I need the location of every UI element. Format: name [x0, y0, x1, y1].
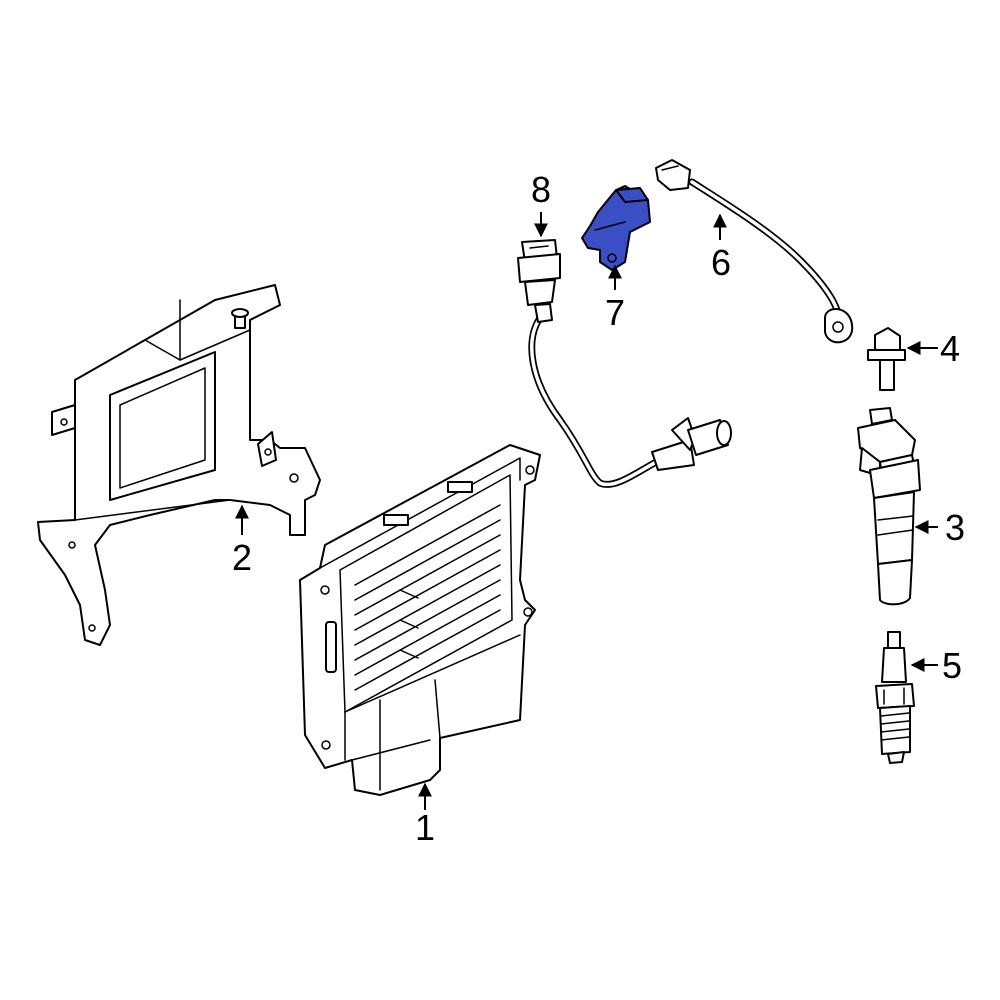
callout-1: 1 — [415, 807, 435, 848]
leader-lines — [235, 212, 938, 810]
cam-sensor-face — [615, 187, 649, 203]
callout-8: 8 — [531, 169, 551, 210]
knock-sensor-part-6 — [655, 159, 854, 344]
callout-4: 4 — [940, 328, 960, 369]
callout-6: 6 — [711, 242, 731, 283]
callout-labels: 1 2 3 4 5 6 7 8 — [232, 169, 965, 848]
bolt-part-4 — [867, 327, 906, 391]
bracket-part-2 — [37, 284, 321, 646]
cam-sensor-part-7 — [581, 185, 651, 271]
callout-2: 2 — [232, 537, 252, 578]
callout-5: 5 — [942, 645, 962, 686]
ecm-part-1 — [299, 444, 541, 796]
ecm-cooling-fins — [354, 504, 501, 691]
crank-sensor-part-8 — [517, 239, 732, 488]
callout-3: 3 — [945, 507, 965, 548]
spark-plug-part-5 — [875, 631, 915, 764]
callout-7: 7 — [605, 292, 625, 333]
ignition-coil-part-3 — [857, 407, 921, 606]
